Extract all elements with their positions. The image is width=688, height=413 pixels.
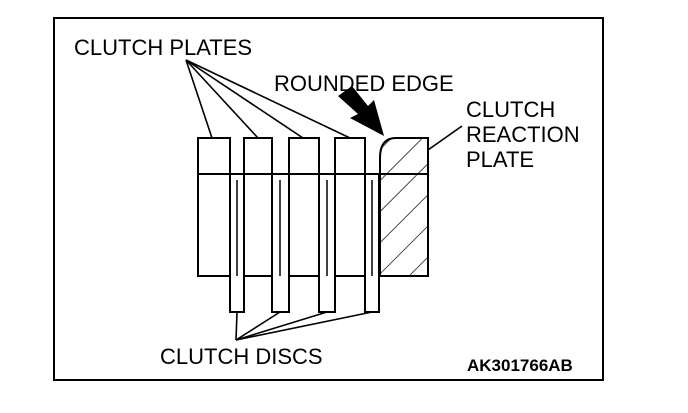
- clutch-disc: [318, 173, 336, 313]
- clutch-plates-leaders: [185, 59, 351, 139]
- label-rounded-edge: ROUNDED EDGE: [274, 71, 454, 96]
- clutch-disc: [229, 173, 245, 313]
- clutch-plate: [288, 137, 320, 277]
- clutch-disc: [271, 173, 290, 313]
- clutch-disc: [364, 173, 380, 313]
- clutch-plate: [334, 137, 366, 277]
- label-clutch-discs: CLUTCH DISCS: [160, 344, 323, 369]
- label-clutch-reaction-plate-line1: CLUTCH: [466, 97, 555, 122]
- clutch-plate: [243, 137, 273, 277]
- reaction-plate-leader: [427, 125, 463, 151]
- label-clutch-reaction-plate-line2: REACTION: [466, 122, 580, 147]
- rounded-edge-arrow: [338, 86, 384, 136]
- clutch-reaction-plate: [379, 137, 429, 277]
- clutch-discs-leaders: [235, 311, 373, 341]
- label-clutch-plates: CLUTCH PLATES: [74, 35, 252, 60]
- figure-code: AK301766AB: [467, 356, 573, 375]
- label-clutch-reaction-plate-line3: PLATE: [466, 147, 534, 172]
- clutch-plate: [197, 137, 231, 277]
